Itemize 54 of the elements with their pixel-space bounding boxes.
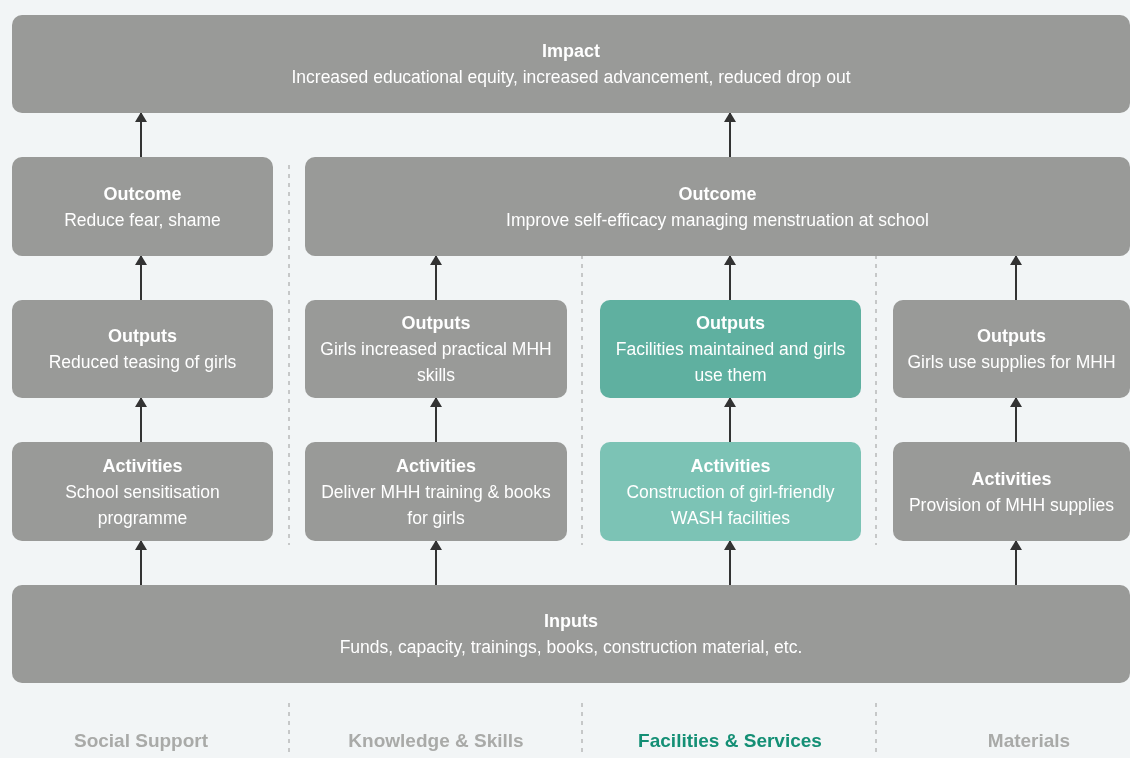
stage-box: [305, 300, 567, 398]
arrow: [724, 540, 736, 586]
arrow: [724, 112, 736, 158]
stage-box: [12, 157, 273, 256]
stage-box: [12, 15, 1130, 113]
stage-heading: Activities: [690, 454, 771, 478]
stage-description: Girls use supplies for MHH: [907, 351, 1116, 374]
stage-box: [12, 585, 1130, 683]
stage-heading: Outputs: [696, 312, 765, 335]
arrow: [1010, 255, 1022, 301]
stage-description: Reduced teasing of girls: [48, 351, 237, 374]
column-label: Social Support: [73, 729, 209, 753]
stage-description: School sensitisation programme: [64, 480, 221, 530]
stage-heading: Impact: [542, 40, 600, 63]
stage-description: Girls increased practical MHH skills: [319, 338, 553, 387]
stage-box: [305, 442, 567, 541]
arrow: [135, 112, 147, 158]
column-label: Materials: [987, 729, 1071, 753]
stage-box: [600, 300, 861, 398]
stage-heading: Outcome: [103, 182, 182, 206]
stage-box: [12, 442, 273, 541]
stage-box: [305, 157, 1130, 256]
arrow: [430, 255, 442, 301]
arrow: [135, 540, 147, 586]
stage-box: [600, 442, 861, 541]
stage-heading: Outputs: [401, 312, 471, 335]
stage-box: [12, 300, 273, 398]
stage-heading: Activities: [102, 454, 183, 478]
arrow: [430, 540, 442, 586]
arrow: [430, 397, 442, 443]
column-label: Knowledge & Skills: [348, 729, 524, 753]
arrow: [724, 255, 736, 301]
stage-heading: Outputs: [108, 325, 177, 348]
arrow: [724, 397, 736, 443]
arrow: [1010, 540, 1022, 586]
stage-heading: Outputs: [977, 325, 1046, 348]
arrow: [135, 397, 147, 443]
arrow: [1010, 397, 1022, 443]
stage-heading: Activities: [971, 467, 1052, 491]
stage-description: Provision of MHH supplies: [908, 493, 1115, 517]
stage-heading: Inputs: [544, 610, 598, 633]
column-label: Facilities & Services: [638, 729, 822, 753]
stage-description: Reduce fear, shame: [64, 208, 221, 232]
stage-box: [893, 300, 1130, 398]
stage-box: [893, 442, 1130, 541]
stage-description: Facilities maintained and girls use them: [614, 338, 847, 387]
stage-description: Deliver MHH training & books for girls: [320, 480, 552, 530]
stage-description: Funds, capacity, trainings, books, construction material, etc.: [339, 636, 803, 659]
stage-heading: Activities: [395, 454, 476, 478]
arrow: [135, 255, 147, 301]
stage-description: Improve self-efficacy managing menstruation at school: [506, 208, 929, 232]
stage-heading: Outcome: [678, 182, 757, 206]
stage-description: Construction of girl-friendly WASH facilities: [625, 480, 836, 530]
stage-description: Increased educational equity, increased advancement, reduced drop out: [291, 66, 851, 89]
